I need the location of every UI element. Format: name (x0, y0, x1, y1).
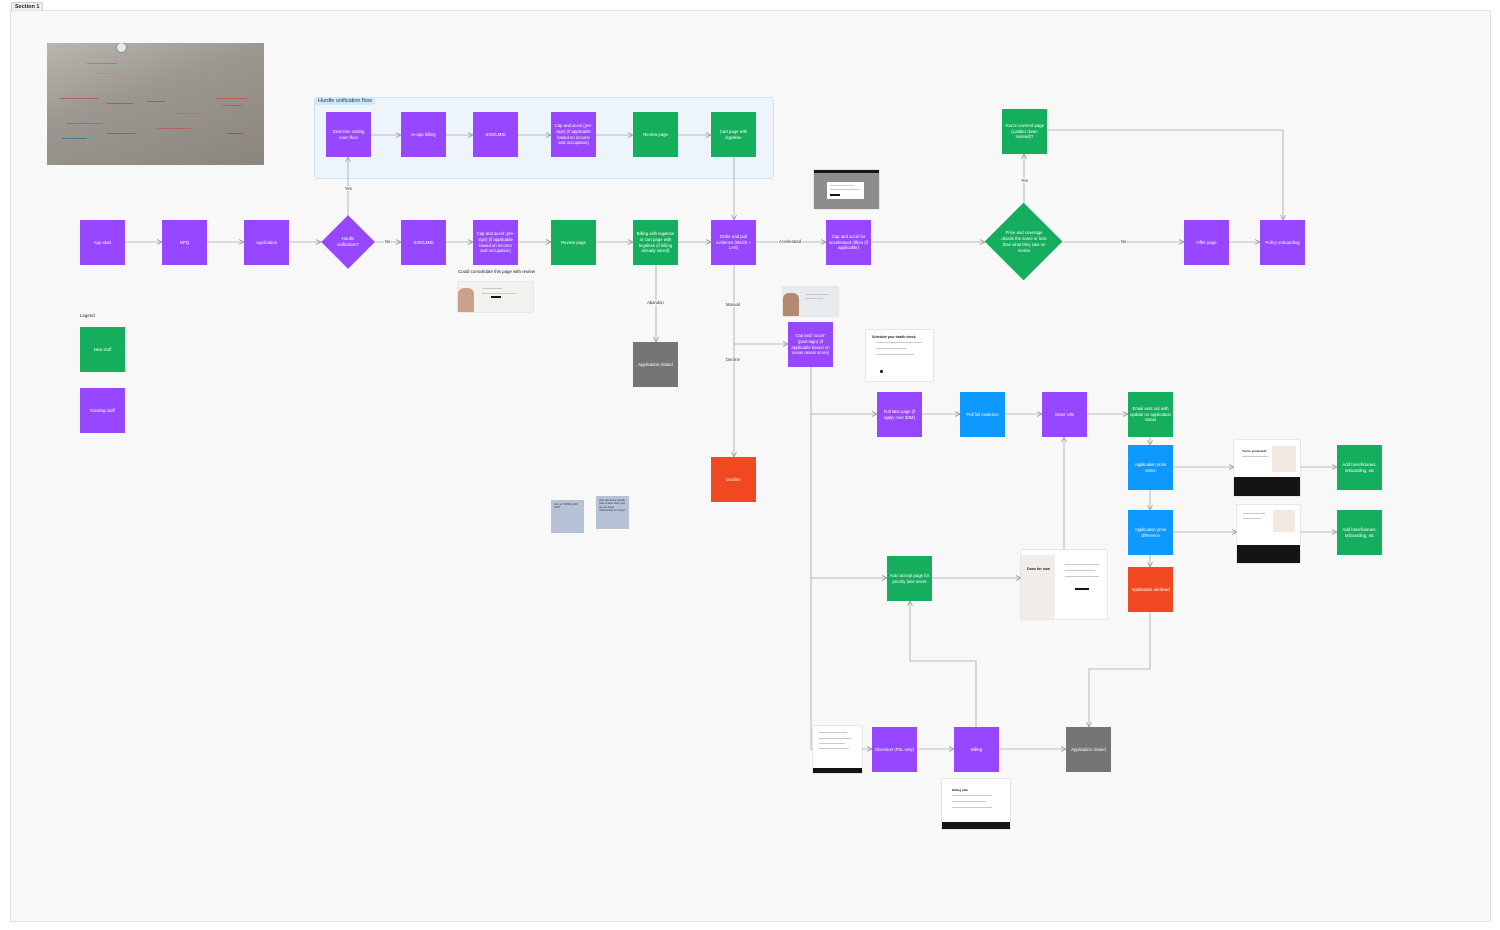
diversion-thumbnail (813, 726, 862, 773)
edge-label-decline: Decline (725, 357, 741, 362)
node-pull-full-evidence[interactable]: Pull full evidence (960, 392, 1005, 437)
node-billing[interactable]: Billing (954, 727, 999, 772)
thumb-title: You're protected! (1242, 449, 1267, 453)
node-billing-legalese[interactable]: Billing with legalese or cart page with … (633, 220, 678, 265)
node-application-closed[interactable]: Application closed (633, 342, 678, 387)
edge-label-yes: Yes (1020, 178, 1029, 183)
node-cap-accel-presign[interactable]: Cap and accel (pre-sign) (if applicable … (473, 220, 518, 265)
node-npq[interactable]: NPQ (162, 220, 207, 265)
illustration-panel (1021, 555, 1055, 619)
summary-card (1272, 446, 1296, 472)
legend-new-stuff: New stuff (80, 327, 125, 372)
edge-label-no: No (384, 239, 392, 244)
node-application-closed[interactable]: Application closed (1066, 727, 1111, 772)
whiteboard-photo (47, 43, 264, 165)
node-diversion-fsl[interactable]: Diversion (FSL only) (872, 727, 917, 772)
node-in-app-billing[interactable]: In-app billing (401, 112, 446, 157)
edge-label-yes: Yes (344, 186, 353, 191)
sticky-note[interactable]: Intro to C-Billing with FSL? (551, 500, 584, 533)
edge (1089, 612, 1151, 727)
done-for-now-thumbnail: Done for now (1021, 550, 1107, 619)
edge (810, 414, 887, 578)
legend-existing-stuff: Existing stuff (80, 388, 125, 433)
magnet-icon (117, 43, 126, 52)
edge-label-manual: Manual (725, 302, 741, 307)
modal-card (827, 182, 864, 199)
edge (1047, 129, 1283, 220)
decision-label: Hurdle unification? (337, 236, 359, 247)
decision-price-coverage[interactable]: Price and coverage details the same or l… (985, 203, 1063, 281)
node-app-start[interactable]: App start (80, 220, 125, 265)
edge-label-accelerated: Accelerated (778, 239, 803, 244)
node-ssn-lmid-top[interactable]: SSN/LMID (473, 112, 518, 157)
node-decline[interactable]: Decline (711, 457, 756, 502)
node-app-price-same[interactable]: Application price same (1128, 445, 1173, 490)
edge (910, 601, 977, 727)
annotation-consolidate: Could consolidate this page with review (458, 269, 535, 274)
node-review-page[interactable]: Review page (551, 220, 596, 265)
node-app-price-difference[interactable]: Application price difference (1128, 510, 1173, 555)
node-add-beneficiaries[interactable]: Add beneficiaries, onboarding, etc (1337, 510, 1382, 555)
node-application-declined[interactable]: Application declined (1128, 567, 1173, 612)
node-review-page-top[interactable]: Review page (633, 112, 678, 157)
photo-people (458, 288, 474, 312)
edge-label-abandon: Abandon (646, 300, 665, 305)
node-email-sent[interactable]: Email sent out with update on applicatio… (1128, 392, 1173, 437)
node-youre-covered[interactable]: You're covered page (Ladder down instead… (1002, 109, 1047, 154)
youre-protected-thumbnail: You're protected! (1234, 440, 1300, 496)
edge (733, 265, 788, 344)
node-ssn-lmid[interactable]: SSN/LMID (401, 220, 446, 265)
legend-title: Legend (80, 313, 95, 318)
thumb-title: Billing plan (952, 788, 969, 792)
node-cap-accel-offers[interactable]: Cap and accel for accelerated offers (if… (826, 220, 871, 265)
node-full-labs-page[interactable]: Full labs page (if apply over $3M) (877, 392, 922, 437)
price-diff-thumbnail (1237, 505, 1300, 563)
node-order-pull-evidence[interactable]: Order and pull evidence (Mx/ck + LAS) (711, 220, 756, 265)
edge-label-no: No (1120, 239, 1128, 244)
decision-hurdle-unification[interactable]: Hurdle unification? (321, 215, 375, 269)
health-check-thumbnail: Schedule your health check (866, 330, 933, 381)
review-page-thumbnail (458, 282, 533, 312)
node-cap-accel-top[interactable]: Cap and accel (pre-sign) (if applicable … (551, 112, 596, 157)
node-cart-page[interactable]: Cart page with legalese (711, 112, 756, 157)
edge (810, 578, 872, 749)
hurdle-unification-group-label: Hurdle unification flow (315, 97, 375, 105)
node-policy-onboarding[interactable]: Policy onboarding (1260, 220, 1305, 265)
node-diversion-cutting-room[interactable]: Diversion cutting room floor (326, 112, 371, 157)
billing-thumbnail: Billing plan (942, 779, 1010, 829)
coverage-thumbnail (783, 287, 838, 316)
sticky-note[interactable]: Also should we handle pass at later date… (596, 496, 629, 529)
node-offer-page[interactable]: Offer page (1184, 220, 1229, 265)
thumb-title: Done for now (1027, 567, 1050, 571)
photo-people (783, 293, 799, 316)
thumb-title: Schedule your health check (872, 335, 916, 339)
node-auto-accept[interactable]: Auto accept page for priority lane users (887, 556, 932, 601)
summary-card (1273, 510, 1295, 532)
node-enter-uw[interactable]: Enter UW (1042, 392, 1087, 437)
node-add-beneficiaries[interactable]: Add beneficiaries, onboarding, etc (1337, 445, 1382, 490)
decision-label: Price and coverage details the same or l… (1001, 230, 1047, 253)
node-cap-accel-postsign[interactable]: Cap and "accel" (post-sign) (if applicab… (788, 322, 833, 367)
modal-thumbnail (814, 170, 879, 209)
node-application[interactable]: Application (244, 220, 289, 265)
hurdle-unification-group (314, 97, 774, 179)
